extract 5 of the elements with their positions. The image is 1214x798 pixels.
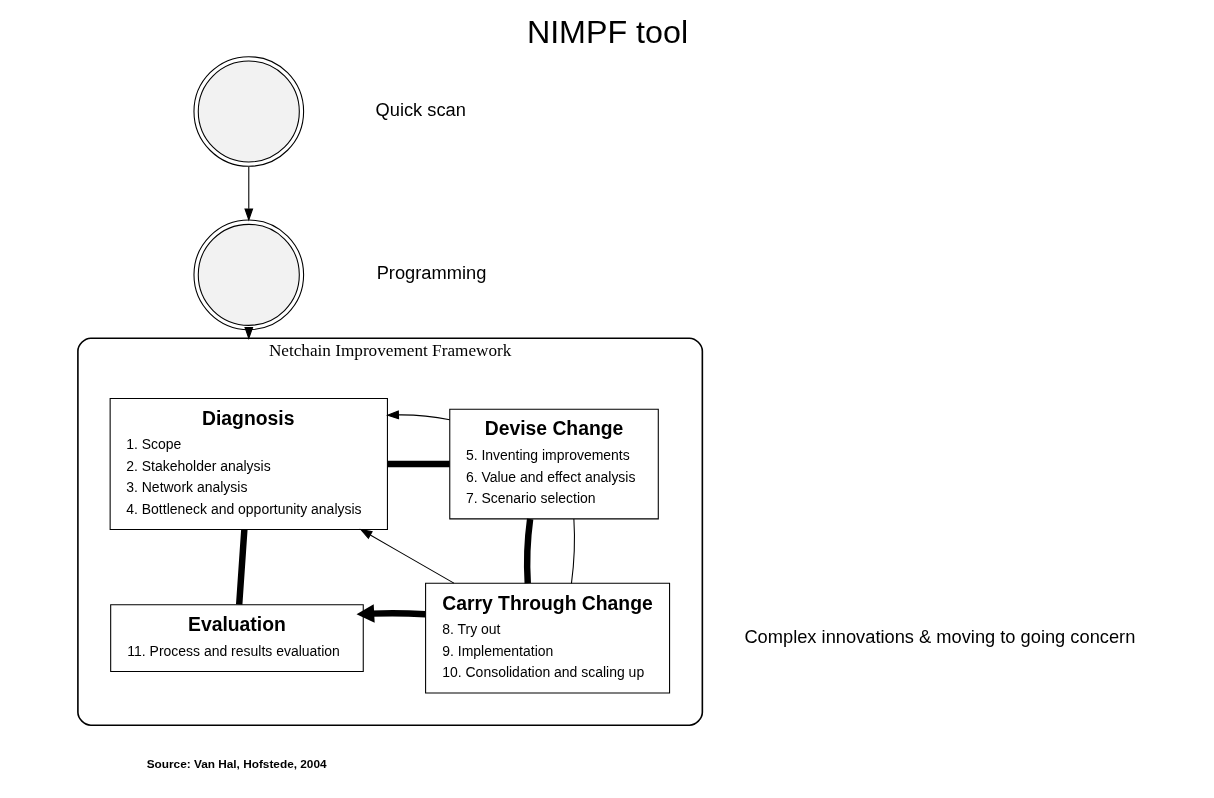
caption: Source: Van Hal, Hofstede, 2004 — [146, 756, 327, 771]
diagram-title: NIMPF tool — [526, 13, 688, 50]
label: Quick scan — [375, 98, 466, 120]
label: Complex innovations & moving to going concern — [743, 625, 1135, 647]
label: Programming — [376, 262, 486, 284]
